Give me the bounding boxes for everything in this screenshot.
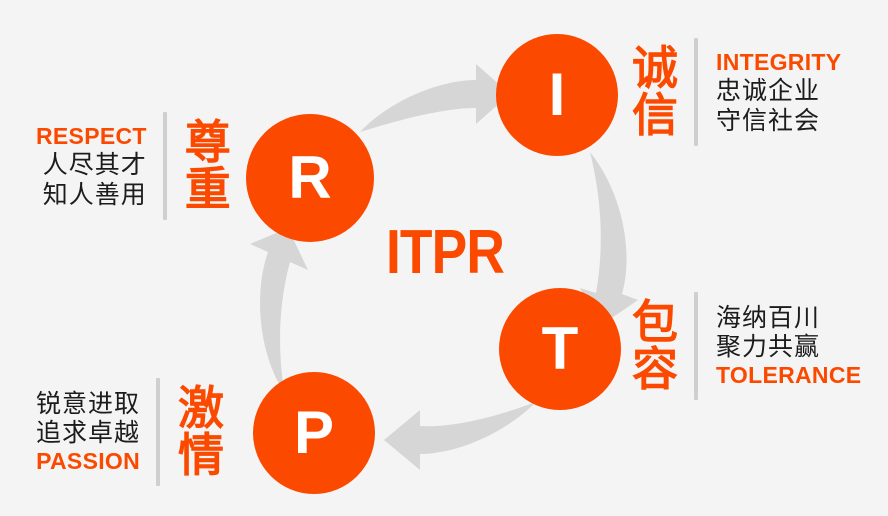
tolerance-detail-column: 海纳百川 聚力共赢 TOLERANCE	[716, 303, 861, 389]
value-block-passion: 锐意进取 追求卓越 PASSION 激 情	[36, 378, 224, 486]
node-circle-r[interactable]: R	[246, 114, 374, 242]
integrity-detail-column: INTEGRITY 忠诚企业 守信社会	[716, 49, 841, 135]
node-circle-p[interactable]: P	[253, 372, 375, 494]
respect-line-2: 知人善用	[42, 179, 147, 209]
passion-english-label: PASSION	[36, 447, 141, 474]
tolerance-english-label: TOLERANCE	[716, 361, 862, 388]
tolerance-chinese-title: 包 容	[632, 296, 678, 395]
passion-divider	[156, 378, 161, 486]
integrity-line-2: 守信社会	[716, 105, 821, 135]
node-circle-t[interactable]: T	[499, 288, 621, 410]
passion-chinese-title: 激 情	[178, 382, 225, 481]
arrow-tolerance-to-passion-icon	[384, 402, 536, 470]
tolerance-line-2: 聚力共赢	[716, 332, 821, 362]
value-block-tolerance: 包 容 海纳百川 聚力共赢 TOLERANCE	[632, 292, 861, 400]
integrity-english-label: INTEGRITY	[716, 48, 842, 75]
passion-detail-column: 锐意进取 追求卓越 PASSION	[36, 389, 140, 475]
integrity-divider	[694, 38, 698, 146]
passion-line-2: 追求卓越	[36, 418, 141, 448]
respect-detail-column: RESPECT 人尽其才 知人善用	[36, 123, 147, 209]
respect-line-1: 人尽其才	[42, 150, 147, 180]
integrity-line-1: 忠诚企业	[716, 76, 821, 106]
value-block-respect: RESPECT 人尽其才 知人善用 尊 重	[36, 112, 231, 220]
node-circle-i[interactable]: I	[496, 34, 618, 156]
tolerance-line-1: 海纳百川	[716, 302, 821, 332]
integrity-chinese-title: 诚 信	[632, 42, 678, 141]
arrow-respect-to-integrity-icon	[360, 64, 510, 132]
respect-english-label: RESPECT	[36, 122, 147, 149]
center-acronym: ITPR	[385, 218, 505, 287]
tolerance-divider	[694, 292, 698, 400]
respect-divider	[162, 112, 167, 220]
passion-line-1: 锐意进取	[36, 388, 141, 418]
value-block-integrity: 诚 信 INTEGRITY 忠诚企业 守信社会	[632, 38, 841, 146]
respect-chinese-title: 尊 重	[184, 116, 231, 215]
arrow-passion-to-respect-icon	[250, 228, 308, 392]
